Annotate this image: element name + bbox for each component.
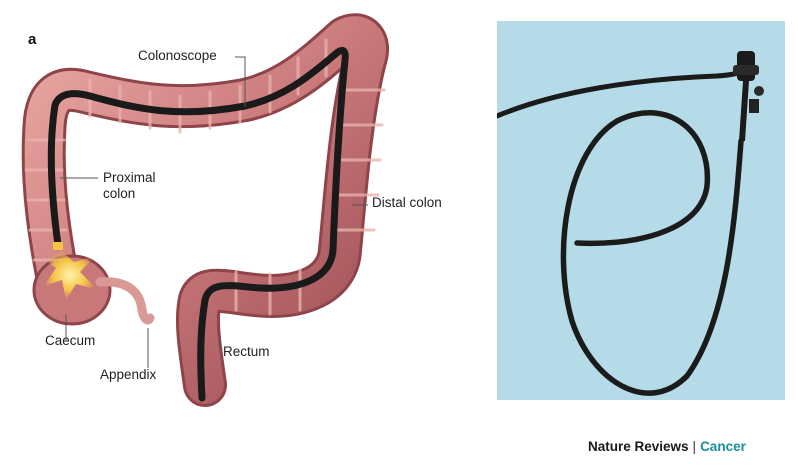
label-distal-colon: Distal colon xyxy=(372,195,442,210)
label-proximal-colon: Proximal colon xyxy=(103,170,156,202)
colonoscope-photo xyxy=(497,21,785,400)
credit-journal: Cancer xyxy=(700,439,746,454)
label-proximal-line2: colon xyxy=(103,186,136,201)
colonoscope-photo-drawing xyxy=(497,51,764,396)
scope-cable xyxy=(497,66,750,119)
colon-illustration xyxy=(21,13,389,407)
label-appendix: Appendix xyxy=(100,367,157,382)
insertion-tube xyxy=(560,110,744,396)
label-rectum: Rectum xyxy=(223,344,270,359)
leader-lines xyxy=(60,56,368,368)
appendix-shape xyxy=(95,277,155,325)
credit-separator: | xyxy=(692,439,697,454)
scope-tip xyxy=(53,242,63,250)
light-flash xyxy=(42,250,98,300)
publisher-credit: Nature Reviews|Cancer xyxy=(588,439,746,454)
label-caecum: Caecum xyxy=(45,333,96,348)
colonoscope-tube xyxy=(47,46,349,402)
label-colonoscope: Colonoscope xyxy=(138,48,217,63)
scope-handle xyxy=(733,51,764,141)
credit-publisher: Nature Reviews xyxy=(588,439,689,454)
label-proximal-line1: Proximal xyxy=(103,170,156,185)
panel-letter-a: a xyxy=(28,31,37,48)
